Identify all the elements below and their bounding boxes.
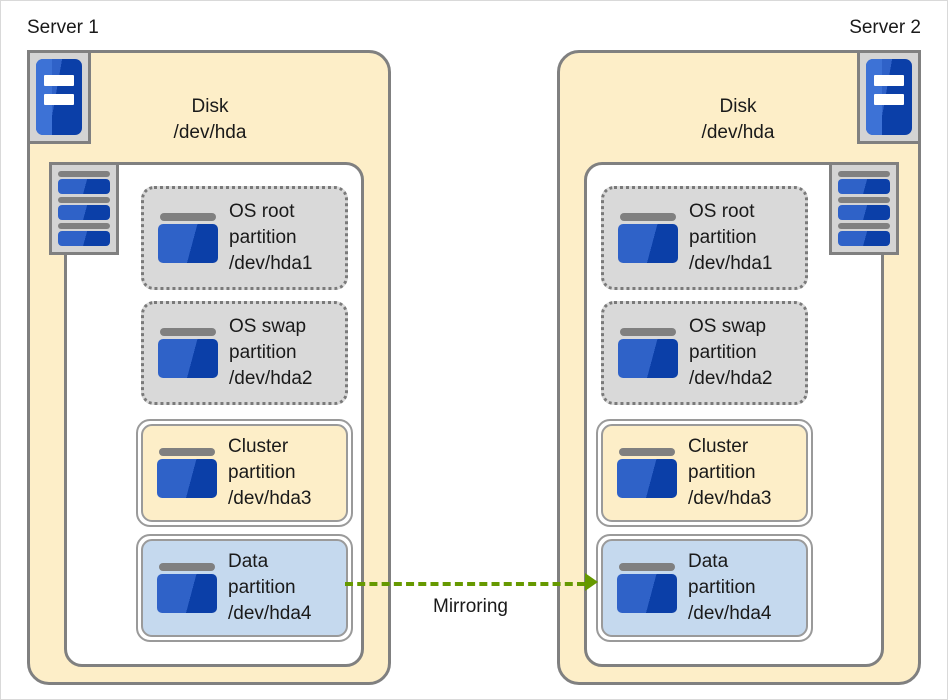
server-2-disk-title-line1: Disk xyxy=(719,96,757,117)
partition-disk-icon xyxy=(617,448,677,498)
partition-os-root-server-2[interactable]: OS root partition /dev/hda1 xyxy=(601,186,808,290)
partition-os-root-server-1[interactable]: OS root partition /dev/hda1 xyxy=(141,186,348,290)
partition-line-1: Data xyxy=(228,551,269,572)
partition-line-3: /dev/hda4 xyxy=(228,603,312,624)
partition-line-2: partition xyxy=(689,342,757,363)
partition-disk-icon xyxy=(157,563,217,613)
partition-line-2: partition xyxy=(688,577,756,598)
partition-line-1: Cluster xyxy=(688,436,749,457)
partition-cluster-server-2[interactable]: Cluster partition /dev/hda3 xyxy=(596,419,813,527)
mirroring-connector-line xyxy=(345,582,585,586)
partition-os-swap-server-1[interactable]: OS swap partition /dev/hda2 xyxy=(141,301,348,405)
server-1-disk-title-line2: /dev/hda xyxy=(173,122,247,143)
server-1-label: Server 1 xyxy=(27,17,99,38)
server-2-disk-title-line2: /dev/hda xyxy=(701,122,775,143)
partition-disk-icon xyxy=(158,213,218,263)
mirroring-arrowhead-icon xyxy=(585,573,598,591)
partition-line-3: /dev/hda3 xyxy=(688,488,772,509)
partition-line-2: partition xyxy=(229,342,297,363)
partition-disk-icon xyxy=(618,328,678,378)
partition-disk-icon xyxy=(618,213,678,263)
partition-cluster-server-1[interactable]: Cluster partition /dev/hda3 xyxy=(136,419,353,527)
partition-disk-icon xyxy=(617,563,677,613)
partition-line-3: /dev/hda1 xyxy=(229,253,313,274)
partition-line-3: /dev/hda3 xyxy=(228,488,312,509)
partition-line-3: /dev/hda1 xyxy=(689,253,773,274)
disk-stack-icon xyxy=(49,162,119,255)
partition-data-server-1[interactable]: Data partition /dev/hda4 xyxy=(136,534,353,642)
disk-stack-icon xyxy=(829,162,899,255)
partition-line-1: OS swap xyxy=(229,316,307,337)
partition-line-2: partition xyxy=(228,462,296,483)
partition-line-3: /dev/hda2 xyxy=(689,368,773,389)
partition-line-1: OS root xyxy=(229,201,295,222)
partition-line-2: partition xyxy=(689,227,757,248)
server-2-label: Server 2 xyxy=(849,17,921,38)
partition-line-2: partition xyxy=(688,462,756,483)
partition-disk-icon xyxy=(158,328,218,378)
partition-line-2: partition xyxy=(229,227,297,248)
mirroring-label: Mirroring xyxy=(433,596,508,617)
partition-disk-icon xyxy=(157,448,217,498)
partition-line-2: partition xyxy=(228,577,296,598)
partition-line-1: OS swap xyxy=(689,316,767,337)
partition-line-3: /dev/hda4 xyxy=(688,603,772,624)
partition-os-swap-server-2[interactable]: OS swap partition /dev/hda2 xyxy=(601,301,808,405)
partition-line-1: Cluster xyxy=(228,436,289,457)
partition-line-3: /dev/hda2 xyxy=(229,368,313,389)
partition-data-server-2[interactable]: Data partition /dev/hda4 xyxy=(596,534,813,642)
partition-line-1: OS root xyxy=(689,201,755,222)
partition-line-1: Data xyxy=(688,551,729,572)
server-tower-icon xyxy=(857,50,921,144)
server-1-disk-title-line1: Disk xyxy=(191,96,229,117)
server-tower-icon xyxy=(27,50,91,144)
